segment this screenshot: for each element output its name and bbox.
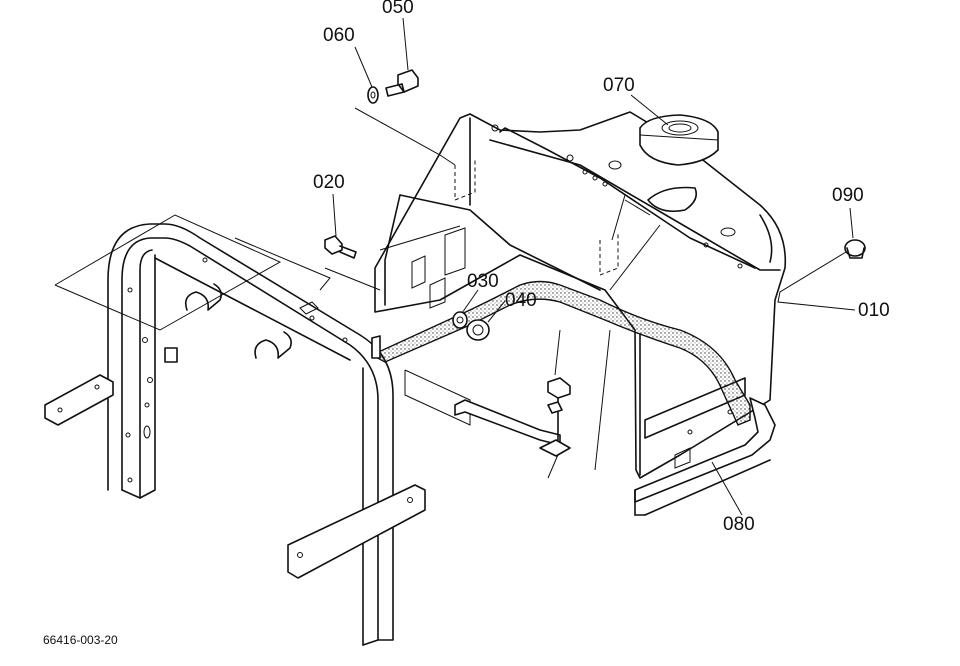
callout-060: 060: [323, 25, 355, 46]
callout-040: 040: [505, 290, 537, 311]
callout-050: 050: [382, 0, 414, 18]
trim-080: [371, 280, 776, 516]
cushion-030: [452, 311, 468, 329]
grommet-090: [844, 239, 866, 259]
drawing-code: 66416-003-20: [43, 633, 118, 647]
bolt-050: [385, 69, 419, 97]
rops-frame: [44, 223, 426, 646]
leader-lines: [332, 17, 856, 516]
projection-guides: [54, 107, 611, 479]
callout-070: 070: [603, 75, 635, 96]
callout-080: 080: [723, 514, 755, 535]
washer-060: [367, 86, 379, 104]
callout-labels: 050 060 020 030 040 070 090 010 080 6641…: [43, 0, 890, 647]
callout-010: 010: [858, 300, 890, 321]
cushion-040: [466, 319, 490, 341]
front-panel-010: [374, 111, 787, 479]
bolt-020: [324, 235, 357, 259]
callout-030: 030: [467, 271, 499, 292]
stay-bracket: [454, 377, 571, 457]
seal-070: [639, 114, 719, 166]
callout-020: 020: [313, 172, 345, 193]
callout-090: 090: [832, 185, 864, 206]
